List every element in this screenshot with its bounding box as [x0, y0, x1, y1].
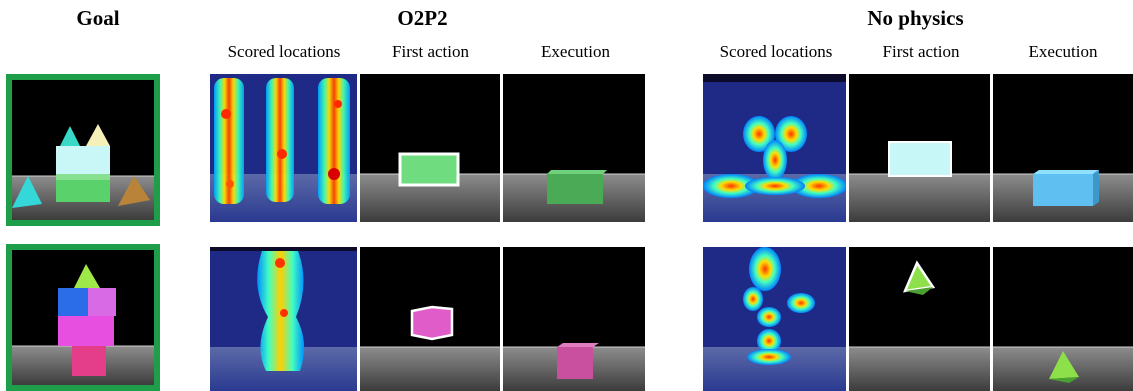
- nophys-scored-1: [703, 74, 849, 222]
- goal-header: Goal: [76, 6, 120, 30]
- o2p2-execution-label: Execution: [541, 42, 610, 61]
- o2p2-scored-locations-label: Scored locations: [227, 42, 341, 61]
- nophys-execution-label: Execution: [1028, 42, 1098, 61]
- divider-o2p2-2b: [500, 247, 503, 391]
- divider-nophys-2a: [846, 247, 849, 391]
- divider-o2p2-1b: [500, 74, 503, 222]
- nophys-execution-1: [993, 74, 1133, 222]
- divider-nophys-1a: [846, 74, 849, 222]
- divider-o2p2-1a: [357, 74, 360, 222]
- nophys-scored-2: [703, 247, 849, 391]
- goal-image-1: [6, 74, 160, 226]
- o2p2-first-action-1: [360, 74, 502, 222]
- nophys-first-action-label: First action: [882, 42, 960, 61]
- o2p2-first-action-label: First action: [392, 42, 469, 61]
- nophys-first-action-1: [849, 74, 991, 222]
- nophys-execution-2: [993, 247, 1133, 391]
- divider-nophys-2b: [990, 247, 993, 391]
- goal-scene-2: [12, 250, 154, 385]
- goal-image-2: [6, 244, 160, 391]
- nophys-scored-locations-label: Scored locations: [719, 42, 833, 61]
- goal-scene-1: [12, 80, 154, 220]
- o2p2-scored-2: [210, 247, 358, 391]
- o2p2-execution-1: [503, 74, 645, 222]
- divider-o2p2-2a: [357, 247, 360, 391]
- no-physics-header: No physics: [867, 6, 964, 30]
- o2p2-header: O2P2: [397, 6, 448, 30]
- o2p2-first-action-2: [360, 247, 502, 391]
- nophys-first-action-2: [849, 247, 991, 391]
- o2p2-execution-2: [503, 247, 645, 391]
- divider-nophys-1b: [990, 74, 993, 222]
- o2p2-scored-1: [210, 74, 358, 222]
